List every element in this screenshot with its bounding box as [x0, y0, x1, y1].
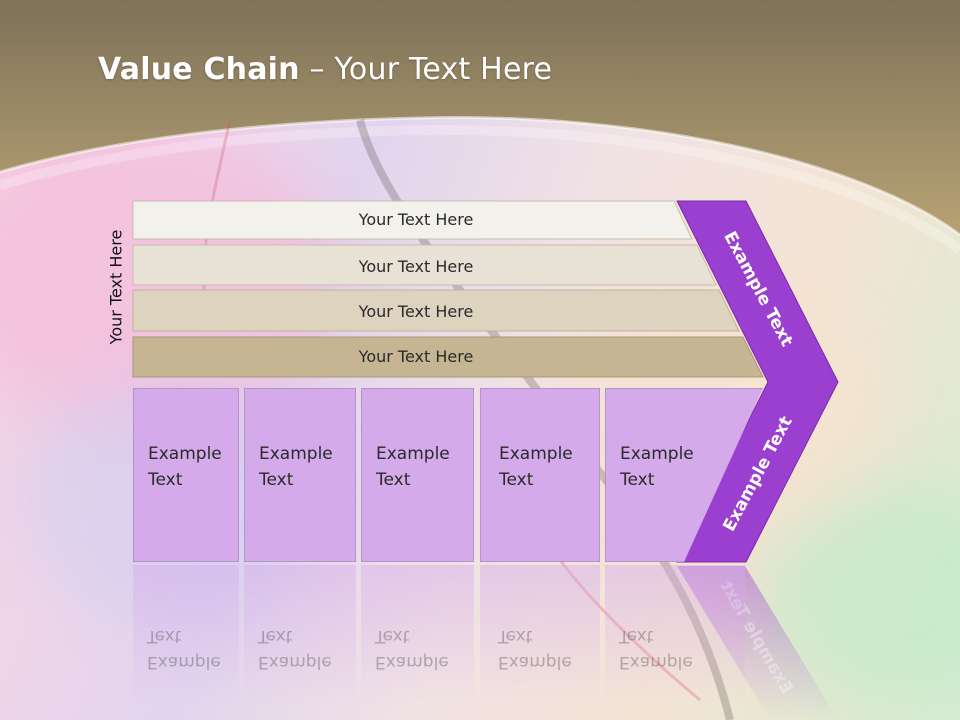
box-2-line2: Text	[259, 470, 294, 490]
bar-1-label: Your Text Here	[358, 210, 474, 229]
slide-title-rest: – Your Text Here	[299, 52, 553, 87]
box-1-line2: Text	[148, 470, 183, 490]
bar-3-label: Your Text Here	[358, 302, 474, 321]
bar-4-shape	[132, 336, 764, 378]
bar-3[interactable]: Your Text Here	[132, 289, 740, 332]
box-3-line1: Example	[376, 444, 450, 464]
slide-title: Value Chain – Your Text Here	[98, 52, 552, 87]
bar-1[interactable]: Your Text Here	[132, 200, 693, 240]
box-5-line1: Example	[620, 444, 694, 464]
bar-2-shape	[132, 244, 717, 286]
bar-2[interactable]: Your Text Here	[132, 244, 717, 286]
box-5-line2: Text	[620, 470, 655, 490]
bar-3-shape	[132, 289, 740, 332]
box-4-line2: Text	[499, 470, 534, 490]
bar-4[interactable]: Your Text Here	[132, 336, 764, 378]
bar-2-label: Your Text Here	[358, 257, 474, 276]
bar-1-shape	[132, 200, 693, 240]
chevron-shape	[676, 200, 839, 563]
bar-4-label: Your Text Here	[358, 347, 474, 366]
box-1-line1: Example	[148, 444, 222, 464]
chevron-reflection	[677, 566, 838, 720]
box-3-line2: Text	[376, 470, 411, 490]
slide-title-bold: Value Chain	[98, 52, 300, 87]
box-4-line1: Example	[499, 444, 573, 464]
box-2-line1: Example	[259, 444, 333, 464]
